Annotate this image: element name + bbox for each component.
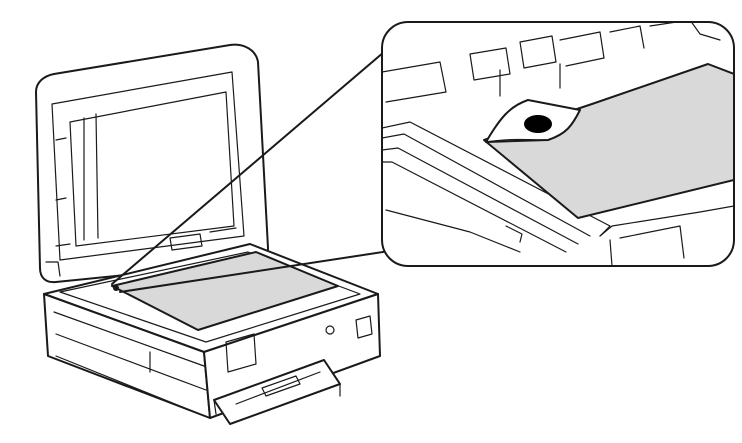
corner-mark [113,285,119,291]
zoom-detail-panel [381,21,735,267]
scanner-lid [35,43,269,284]
corner-marker-dot [524,115,552,133]
document-on-glass [111,251,339,331]
callout-lines [111,51,397,293]
